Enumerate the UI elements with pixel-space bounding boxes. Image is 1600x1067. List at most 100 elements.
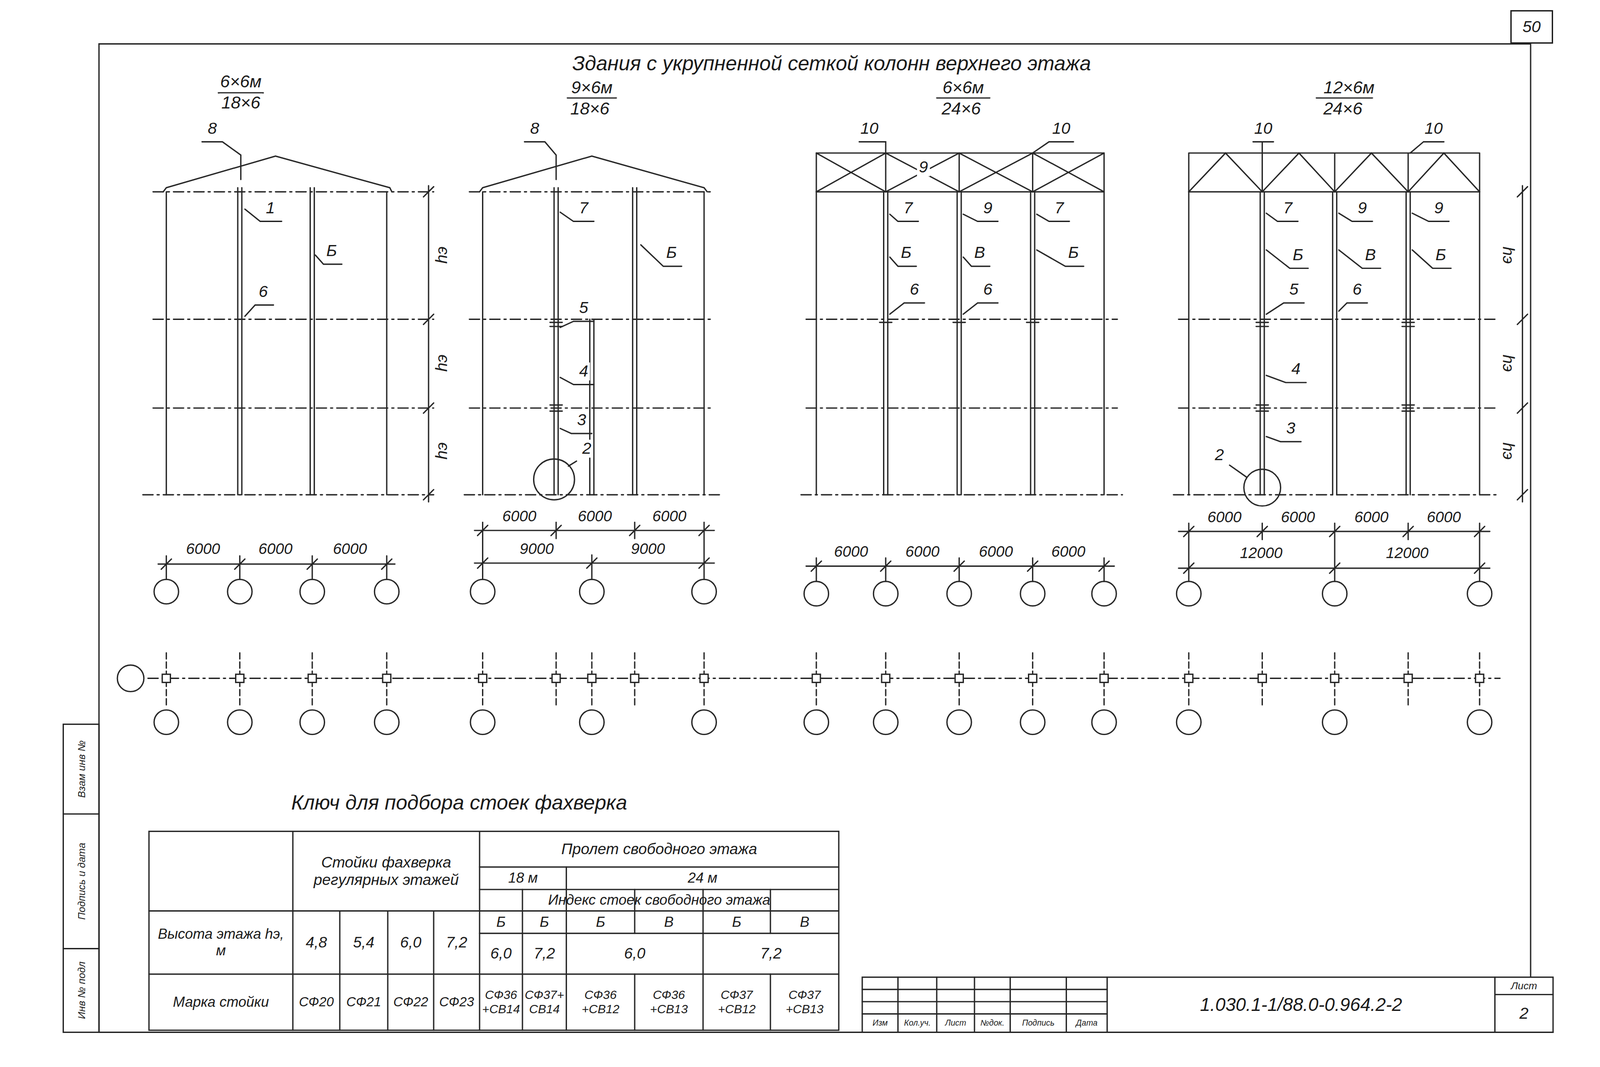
- table-cell: Высота этажа hэ, м: [149, 911, 293, 975]
- table-cell: Кол.уч.: [898, 1015, 936, 1033]
- drawing-label: 6000: [1049, 543, 1088, 561]
- drawing-line: [98, 44, 1554, 1033]
- drawing-label: 12000: [1383, 544, 1430, 562]
- drawing-label: 6: [981, 281, 995, 299]
- drawing-line: [1404, 674, 1413, 683]
- drawing-line: [816, 153, 1105, 192]
- drawing-label: 12×6м: [1321, 78, 1377, 98]
- drawing-label: 9000: [629, 540, 667, 558]
- drawing-line: [1028, 674, 1038, 683]
- table-cell: 6,0: [388, 911, 434, 975]
- drawing-line: [1517, 185, 1528, 503]
- drawing-label: 6000: [977, 543, 1016, 561]
- drawing-line: [158, 559, 396, 570]
- drawing-line: [1244, 469, 1281, 507]
- drawing-label: hэ: [1499, 244, 1518, 266]
- drawing-label: 6000: [331, 540, 369, 558]
- table-cell: СФ36 +СВ14: [480, 974, 522, 1030]
- drawing-label: 6×6м: [217, 72, 264, 92]
- drawing-label: hэ: [432, 440, 451, 462]
- table-cell: Индекс стоек свободного этажа: [480, 890, 838, 911]
- drawing-line: [587, 674, 597, 683]
- sheet-number-box: 50: [1510, 10, 1554, 44]
- drawing-label: Взам инв №: [75, 739, 87, 800]
- drawing-line: [382, 674, 391, 683]
- drawing-lines: [63, 44, 1554, 1033]
- drawing-line: [691, 579, 717, 604]
- table-cell: В: [635, 911, 703, 934]
- drawing-label: 24×6: [939, 99, 983, 119]
- drawing-label: 6000: [184, 540, 223, 558]
- drawing-line: [946, 581, 972, 607]
- table-cell: СФ37+ СВ14: [523, 974, 566, 1030]
- drawing-label: 3: [575, 411, 589, 430]
- drawing-line: [149, 831, 839, 1031]
- drawing-label: 1: [263, 199, 277, 218]
- drawing-line: [479, 156, 708, 193]
- drawing-label: Б: [1290, 246, 1306, 264]
- drawing-line: [478, 674, 488, 683]
- drawing-line: [862, 989, 1108, 1015]
- table-cell: 2: [1495, 995, 1553, 1033]
- drawing-line: [63, 814, 100, 950]
- table-cell: Дата: [1066, 1015, 1107, 1033]
- drawing-line: [551, 674, 561, 683]
- table-cell: №док.: [974, 1015, 1010, 1033]
- table-cell: 24 м: [567, 867, 838, 889]
- drawing-line: [816, 558, 1105, 582]
- table-cell: 4,8: [293, 911, 339, 975]
- drawing-line: [881, 674, 890, 683]
- drawing-line: [162, 674, 1484, 683]
- table-cell: СФ23: [434, 974, 479, 1030]
- drawing-label: 10: [1252, 119, 1275, 138]
- drawing-label: 10: [1050, 119, 1073, 138]
- table-cell: 1.030.1-1/88.0-0.964.2-2: [1107, 978, 1495, 1033]
- drawing-label: 10: [858, 119, 881, 138]
- drawing-line: [550, 322, 563, 412]
- drawing-label: 8: [205, 119, 219, 138]
- drawing-label: 4: [1289, 360, 1303, 379]
- drawing-line: [955, 674, 964, 683]
- drawing-line: [1176, 581, 1201, 607]
- drawing-line: [1020, 710, 1045, 735]
- drawing-line: [1020, 581, 1045, 607]
- drawing-label: 9×6м: [568, 78, 615, 98]
- table-cell: 7,2: [434, 911, 479, 975]
- table-cell: СФ21: [340, 974, 387, 1030]
- drawing-label: Б: [1066, 244, 1081, 263]
- drawing-line: [149, 867, 839, 975]
- drawing-line: [803, 581, 829, 607]
- table-cell: Б: [567, 911, 635, 934]
- drawing-line: [816, 191, 1105, 495]
- drawing-line: [801, 319, 1123, 496]
- table-cell: Лист: [1495, 978, 1553, 995]
- drawing-line: [1475, 674, 1484, 683]
- drawing-line: [227, 579, 253, 604]
- drawing-label: 9: [1355, 199, 1369, 218]
- drawing-label: 6000: [1278, 509, 1317, 527]
- table-cell: Б: [480, 911, 522, 934]
- table-cell: СФ20: [293, 974, 339, 1030]
- drawing-label: Б: [898, 244, 914, 263]
- drawing-label: В: [1363, 246, 1378, 264]
- drawing-line: [1255, 322, 1415, 412]
- drawing-label: Подпись и дата: [75, 841, 87, 922]
- drawing-label: 6000: [256, 540, 295, 558]
- drawing-label: Инв № подл: [75, 960, 87, 1021]
- drawing-line: [560, 321, 594, 328]
- drawing-line: [117, 665, 144, 693]
- drawing-line: [163, 156, 392, 193]
- drawing-line: [63, 724, 100, 1033]
- drawing-line: [1467, 581, 1492, 607]
- drawing-label: 6000: [1352, 509, 1391, 527]
- drawing-line: [1266, 303, 1368, 315]
- drawing-line: [1100, 674, 1109, 683]
- drawing-line: [806, 561, 1115, 572]
- drawing-label: 10: [1422, 119, 1445, 138]
- drawing-line: [1258, 674, 1267, 683]
- table-cell: Марка стойки: [149, 974, 293, 1030]
- drawing-line: [1173, 319, 1501, 496]
- drawing-line: [299, 579, 325, 604]
